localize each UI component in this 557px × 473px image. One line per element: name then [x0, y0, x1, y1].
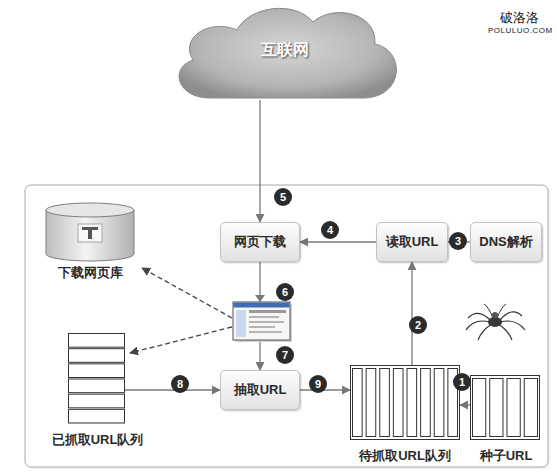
node-label: 已抓取URL队列	[30, 431, 165, 449]
queue-row: 待抓取URL队列	[345, 365, 465, 465]
spider-leg	[484, 304, 493, 318]
database-icon	[78, 224, 102, 242]
thumbnail-line	[249, 310, 286, 313]
thumbnail-frame	[233, 302, 290, 340]
thumbnail-line	[249, 321, 284, 323]
queue-cell	[473, 379, 486, 437]
shape-outline	[350, 365, 460, 440]
spider-leg	[468, 313, 490, 320]
flow-arrow	[460, 404, 470, 405]
node-label: 网页下载	[220, 222, 300, 262]
queue-cell	[69, 349, 125, 363]
queue-cell	[69, 364, 125, 378]
database-icon	[88, 227, 92, 239]
queue-cell	[69, 379, 125, 393]
thumbnail-sidebar	[236, 310, 246, 337]
spider-leg	[498, 324, 512, 340]
spider-head	[492, 312, 498, 318]
dashed-store-arrow	[142, 268, 232, 318]
thumbnail-line	[249, 326, 275, 328]
node-label: 待抓取URL队列	[345, 447, 465, 465]
database-cylinder: 下载网页库	[40, 202, 140, 284]
shape-outline	[45, 202, 135, 262]
node-label: 抽取URL	[220, 370, 300, 410]
spider-illustration	[466, 304, 525, 340]
callout-number: 8	[171, 375, 189, 393]
system-container	[25, 185, 548, 467]
queue-stack: 已抓取URL队列	[30, 333, 165, 451]
callout-number: 9	[309, 375, 327, 393]
callout-number: 4	[321, 221, 339, 239]
flow-arrow	[300, 241, 376, 242]
process-box: DNS解析	[470, 222, 542, 262]
node-label: DNS解析	[470, 222, 542, 262]
queue-cell	[407, 369, 417, 437]
thumbnail-line	[249, 316, 279, 318]
queue-cell	[434, 369, 444, 437]
spider-leg	[497, 304, 506, 318]
thumbnail-line	[249, 331, 282, 333]
cloud-node: 互联网	[165, 0, 405, 100]
spider-leg	[500, 312, 522, 320]
queue-cell	[380, 369, 390, 437]
node-label: 下载网页库	[40, 264, 140, 282]
spider-body	[488, 317, 502, 327]
flow-arrow	[259, 100, 260, 222]
queue-cell	[507, 379, 520, 437]
watermark: 破洛洛	[488, 9, 550, 27]
cylinder-body	[46, 210, 134, 261]
callout-number: 5	[274, 188, 292, 206]
dashed-store-arrow	[130, 327, 232, 353]
callout-number: 6	[276, 283, 294, 301]
thumbnail-titlebar	[234, 303, 290, 308]
callout-number: 3	[449, 232, 467, 250]
queue-cell	[69, 334, 125, 348]
queue-cell	[393, 369, 403, 437]
process-box: 网页下载	[220, 222, 300, 262]
watermark: POLULUO.COM	[488, 26, 550, 35]
node-label: 互联网	[165, 30, 405, 70]
process-box: 读取URL	[376, 222, 448, 262]
process-box: 抽取URL	[220, 370, 300, 410]
cylinder-top	[46, 203, 134, 217]
arrow-head	[255, 295, 265, 302]
queue-cell	[353, 369, 363, 437]
queue-cell	[524, 379, 537, 437]
shape-outline	[68, 333, 125, 425]
node-label: 种子URL	[467, 447, 545, 465]
callout-number: 2	[409, 316, 427, 334]
spider-leg	[478, 324, 492, 340]
flow-arrow	[411, 262, 412, 365]
queue-cell	[490, 379, 503, 437]
webpage-thumbnail	[233, 302, 292, 342]
queue-cell	[69, 394, 125, 408]
queue-row: 种子URL	[467, 375, 545, 465]
queue-frame	[351, 366, 460, 440]
callout-number: 1	[453, 373, 471, 391]
node-label: 读取URL	[376, 222, 448, 262]
queue-frame	[471, 376, 540, 440]
queue-cell	[366, 369, 376, 437]
queue-cell	[421, 369, 431, 437]
queue-cell	[69, 409, 125, 423]
callout-number: 7	[276, 346, 294, 364]
shape-outline	[470, 375, 540, 440]
